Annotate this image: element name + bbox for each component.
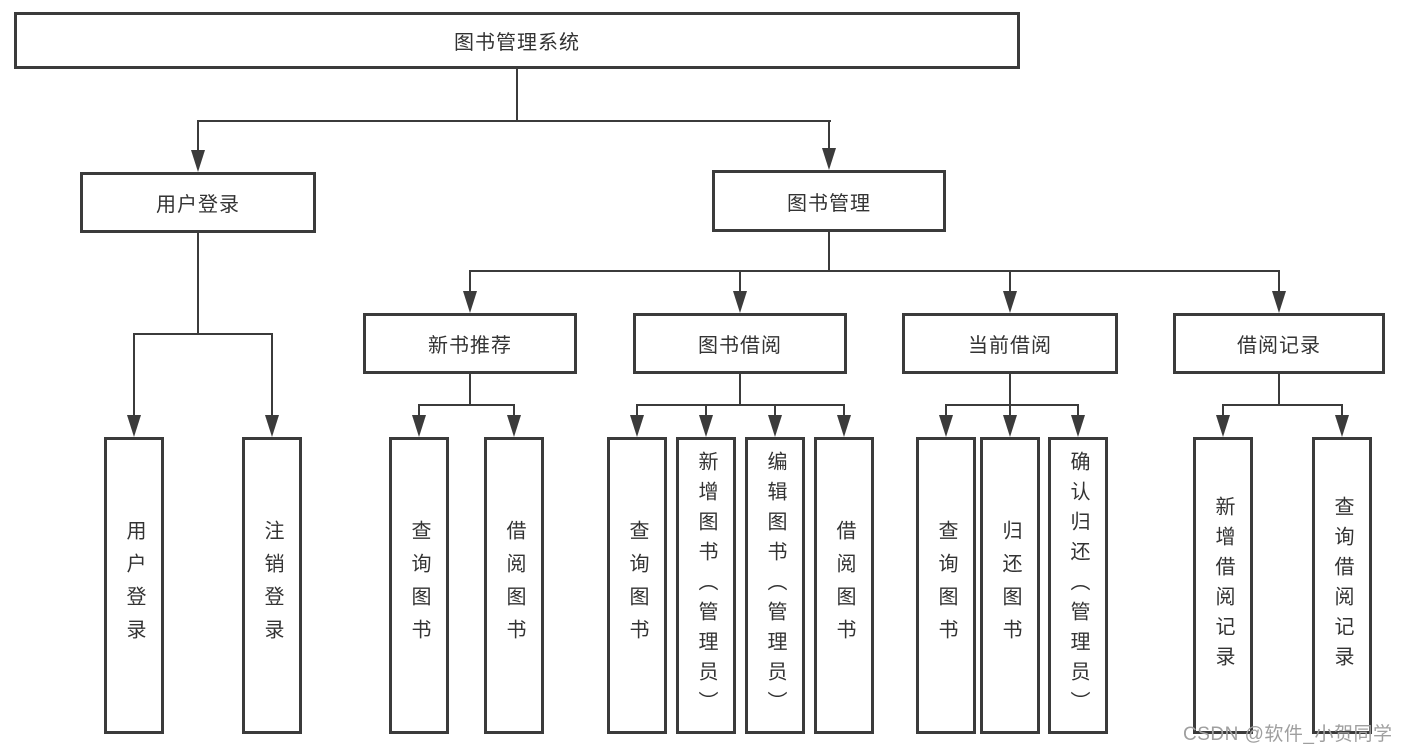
node-book-borrowing-label: 图书借阅: [698, 335, 782, 357]
connector-nbr-down: [469, 374, 471, 405]
leaf-nbr-borrow-books: 借阅图书: [484, 437, 544, 734]
leaf-logout: 注销登录: [242, 437, 302, 734]
arrow-down-bb-leaf3: [768, 415, 782, 437]
leaf-cb-confirm-return-admin-label: 确认归还（管理员）: [1067, 450, 1089, 721]
arrow-down-cb-leaf3: [1071, 415, 1085, 437]
node-borrowing-records-label: 借阅记录: [1237, 335, 1321, 357]
connector-sec2-stem: [739, 270, 741, 291]
connector-bb-leaf1-stem: [636, 404, 638, 416]
csdn-watermark: CSDN @软件_小贺同学: [1183, 724, 1393, 745]
node-root: 图书管理系统: [14, 12, 1020, 69]
arrow-down-br-leaf2: [1335, 415, 1349, 437]
node-new-book-recommend-label: 新书推荐: [428, 335, 512, 357]
connector-sec4-stem: [1278, 270, 1280, 291]
node-book-management: 图书管理: [712, 170, 946, 232]
connector-cb-leaf2-stem: [1009, 404, 1011, 416]
arrow-down-userlogin-leaf2: [265, 415, 279, 437]
arrow-down-bb-leaf1: [630, 415, 644, 437]
leaf-bb-query-books: 查询图书: [607, 437, 667, 734]
leaf-cb-query-books: 查询图书: [916, 437, 976, 734]
node-root-label: 图书管理系统: [454, 32, 580, 54]
leaf-cb-return-books: 归还图书: [980, 437, 1040, 734]
leaf-cb-return-books-label: 归还图书: [999, 519, 1021, 652]
arrow-down-cb-leaf2: [1003, 415, 1017, 437]
arrow-down-sec2: [733, 291, 747, 313]
connector-bookmgmt-branch: [469, 270, 1280, 272]
leaf-br-add-record-label: 新增借阅记录: [1212, 495, 1234, 676]
leaf-bb-edit-books-admin: 编辑图书（管理员）: [745, 437, 805, 734]
arrow-down-userlogin: [191, 150, 205, 172]
connector-cb-branch: [945, 404, 1079, 406]
node-user-login-label: 用户登录: [156, 194, 240, 216]
connector-cb-leaf3-stem: [1077, 404, 1079, 416]
leaf-br-add-record: 新增借阅记录: [1193, 437, 1253, 734]
node-book-borrowing: 图书借阅: [633, 313, 847, 374]
leaf-nbr-query-books: 查询图书: [389, 437, 449, 734]
connector-bb-branch: [636, 404, 844, 406]
connector-userlogin-down: [197, 233, 199, 334]
connector-userlogin-leaf2-stem: [271, 333, 273, 415]
connector-br-leaf1-stem: [1222, 404, 1224, 416]
connector-nbr-leaf2-stem: [513, 404, 515, 416]
connector-br-branch: [1222, 404, 1342, 406]
leaf-cb-query-books-label: 查询图书: [935, 519, 957, 652]
node-current-borrowing-label: 当前借阅: [968, 335, 1052, 357]
leaf-bb-borrow-books: 借阅图书: [814, 437, 874, 734]
connector-userlogin-leaf1-stem: [133, 333, 135, 415]
arrow-down-bb-leaf2: [699, 415, 713, 437]
leaf-user-login-label: 用户登录: [123, 519, 145, 652]
arrow-down-nbr-leaf1: [412, 415, 426, 437]
connector-sec1-stem: [469, 270, 471, 291]
arrow-down-sec1: [463, 291, 477, 313]
node-new-book-recommend: 新书推荐: [363, 313, 577, 374]
leaf-cb-confirm-return-admin: 确认归还（管理员）: [1048, 437, 1108, 734]
connector-bb-leaf2-stem: [705, 404, 707, 416]
connector-root-branch: [197, 120, 831, 122]
leaf-nbr-borrow-books-label: 借阅图书: [503, 519, 525, 652]
connector-userlogin-stem: [197, 120, 199, 152]
leaf-br-query-record: 查询借阅记录: [1312, 437, 1372, 734]
connector-root-stem: [516, 69, 518, 121]
connector-bb-leaf4-stem: [843, 404, 845, 416]
connector-br-leaf2-stem: [1341, 404, 1343, 416]
arrow-down-nbr-leaf2: [507, 415, 521, 437]
node-current-borrowing: 当前借阅: [902, 313, 1118, 374]
leaf-logout-label: 注销登录: [261, 519, 283, 652]
node-book-management-label: 图书管理: [787, 192, 871, 215]
connector-userlogin-branch: [133, 333, 273, 335]
connector-cb-down: [1009, 374, 1011, 405]
connector-bb-leaf3-stem: [774, 404, 776, 416]
leaf-user-login: 用户登录: [104, 437, 164, 734]
connector-sec3-stem: [1009, 270, 1011, 291]
arrow-down-bookmgmt: [822, 148, 836, 170]
leaf-bb-query-books-label: 查询图书: [626, 519, 648, 652]
connector-nbr-branch: [418, 404, 515, 406]
leaf-br-query-record-label: 查询借阅记录: [1331, 495, 1353, 676]
connector-cb-leaf1-stem: [945, 404, 947, 416]
connector-bookmgmt-stem: [828, 120, 830, 150]
leaf-bb-edit-books-admin-label: 编辑图书（管理员）: [764, 450, 786, 721]
connector-br-down: [1278, 374, 1280, 405]
node-user-login: 用户登录: [80, 172, 316, 233]
leaf-bb-borrow-books-label: 借阅图书: [833, 519, 855, 652]
leaf-nbr-query-books-label: 查询图书: [408, 519, 430, 652]
leaf-bb-add-books-admin-label: 新增图书（管理员）: [695, 450, 717, 721]
connector-nbr-leaf1-stem: [418, 404, 420, 416]
leaf-bb-add-books-admin: 新增图书（管理员）: [676, 437, 736, 734]
arrow-down-bb-leaf4: [837, 415, 851, 437]
arrow-down-br-leaf1: [1216, 415, 1230, 437]
arrow-down-sec4: [1272, 291, 1286, 313]
arrow-down-userlogin-leaf1: [127, 415, 141, 437]
connector-bb-down: [739, 374, 741, 405]
node-borrowing-records: 借阅记录: [1173, 313, 1385, 374]
connector-bookmgmt-down: [828, 232, 830, 271]
arrow-down-sec3: [1003, 291, 1017, 313]
arrow-down-cb-leaf1: [939, 415, 953, 437]
